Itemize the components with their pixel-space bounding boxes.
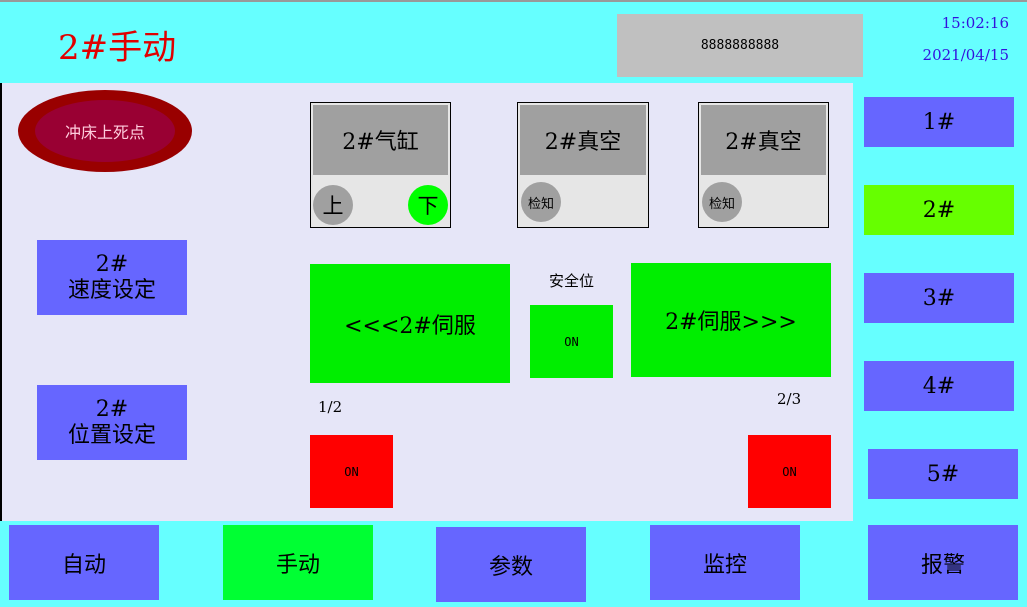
clock-date: 2021/04/15 xyxy=(922,46,1009,64)
vacuum-panel-2: 2#真空 检知 xyxy=(698,102,829,228)
right-on-button[interactable]: ON xyxy=(748,435,831,508)
vacuum-1-title: 2#真空 xyxy=(520,105,646,175)
servo-left-button[interactable]: <<<2#伺服 xyxy=(310,264,510,383)
speed-setting-button[interactable]: 2# 速度设定 xyxy=(37,240,187,315)
station-5-button[interactable]: 5# xyxy=(868,449,1018,499)
nav-alarm[interactable]: 报警 xyxy=(868,525,1018,600)
cylinder-title: 2#气缸 xyxy=(313,105,448,175)
dead-point-label: 冲床上死点 xyxy=(35,100,175,162)
vacuum-2-detect-lamp: 检知 xyxy=(702,182,742,222)
station-2-button[interactable]: 2# xyxy=(864,185,1014,235)
left-on-button[interactable]: ON xyxy=(310,435,393,508)
nav-monitor[interactable]: 监控 xyxy=(650,525,800,600)
clock-time: 15:02:16 xyxy=(941,14,1009,32)
page-title: 2#手动 xyxy=(58,28,177,68)
vacuum-panel-1: 2#真空 检知 xyxy=(517,102,649,228)
station-1-button[interactable]: 1# xyxy=(864,97,1014,147)
nav-auto[interactable]: 自动 xyxy=(9,525,159,600)
pos-btn-line1: 2# xyxy=(95,397,129,423)
left-ratio-label: 1/2 xyxy=(318,398,343,416)
pos-btn-line2: 位置设定 xyxy=(67,422,156,448)
nav-manual[interactable]: 手动 xyxy=(223,525,373,600)
station-3-button[interactable]: 3# xyxy=(864,273,1014,323)
position-setting-button[interactable]: 2# 位置设定 xyxy=(37,385,187,460)
vacuum-1-detect-lamp: 检知 xyxy=(521,182,561,222)
numeric-display: 8888888888 xyxy=(617,14,863,77)
cylinder-up-button[interactable]: 上 xyxy=(313,185,353,225)
dead-point-indicator: 冲床上死点 xyxy=(18,90,192,172)
nav-parameters[interactable]: 参数 xyxy=(436,527,586,602)
station-4-button[interactable]: 4# xyxy=(864,361,1014,411)
speed-btn-line2: 速度设定 xyxy=(67,277,156,303)
speed-btn-line1: 2# xyxy=(95,252,129,278)
safety-position-button[interactable]: ON xyxy=(530,305,613,378)
safety-position-label: 安全位 xyxy=(548,272,594,290)
servo-right-button[interactable]: 2#伺服>>> xyxy=(631,263,831,377)
cylinder-panel: 2#气缸 上 下 xyxy=(310,102,451,228)
cylinder-down-button[interactable]: 下 xyxy=(408,185,448,225)
vacuum-2-title: 2#真空 xyxy=(701,105,826,175)
right-ratio-label: 2/3 xyxy=(777,390,802,408)
